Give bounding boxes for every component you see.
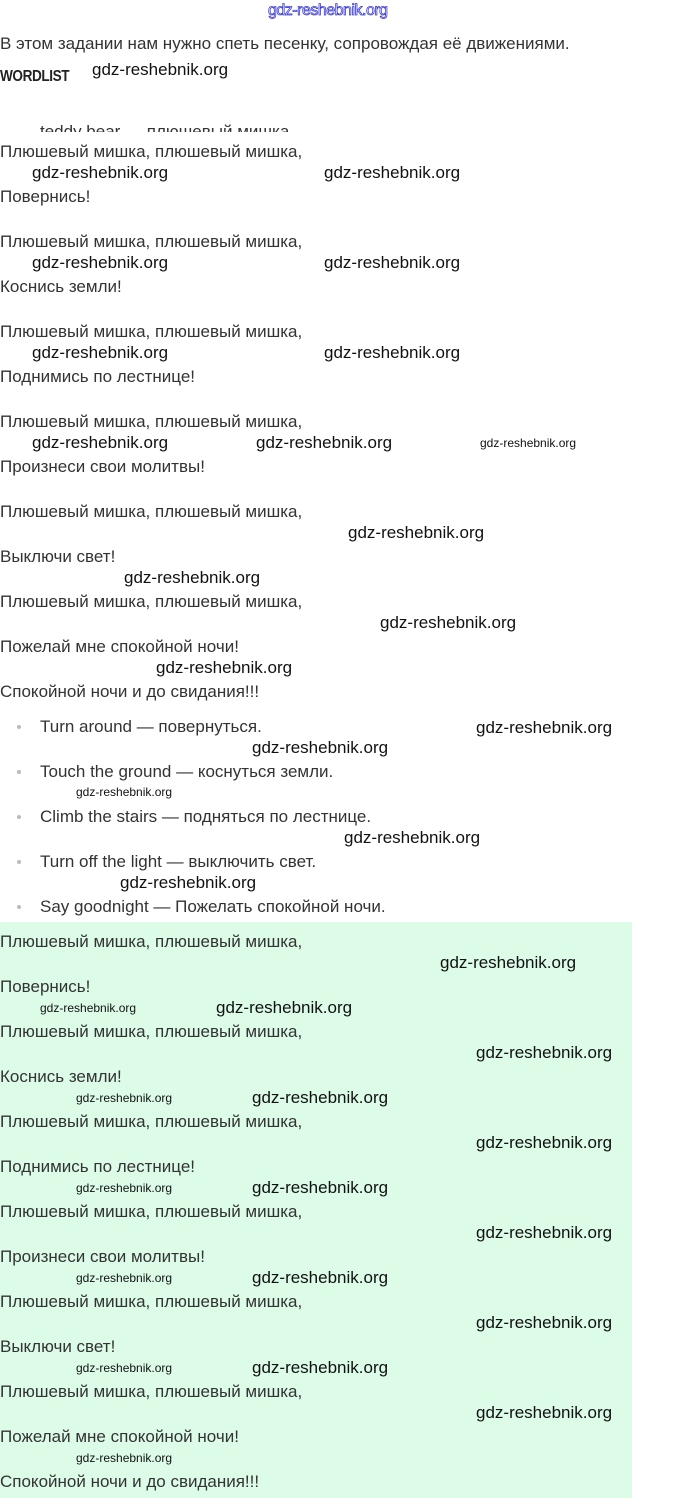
watermark: gdz-reshebnik.org [252, 738, 389, 757]
song-highlight-box [0, 922, 632, 1498]
watermark: gdz-reshebnik.org [324, 343, 461, 362]
watermark: gdz-reshebnik.org [76, 1181, 173, 1195]
song-line: Пожелай мне спокойной ночи! [0, 637, 239, 656]
song-line: Повернись! [0, 187, 91, 206]
highlighted-song-line: Коснись земли! [0, 1067, 122, 1086]
watermark: gdz-reshebnik.org [348, 523, 485, 542]
song-line: Произнеси свои молитвы! [0, 457, 205, 476]
watermark: gdz-reshebnik.org [440, 953, 577, 972]
highlighted-song-line: Плюшевый мишка, плюшевый мишка, [0, 1382, 303, 1401]
watermark: gdz-reshebnik.org [476, 1313, 613, 1332]
watermark: gdz-reshebnik.org [156, 658, 293, 677]
highlighted-song-line: Повернись! [0, 977, 91, 996]
watermark: gdz-reshebnik.org [476, 718, 613, 737]
watermark: gdz-reshebnik.org [32, 253, 169, 272]
watermark: gdz-reshebnik.org [124, 568, 261, 587]
watermark: gdz-reshebnik.org [76, 1451, 173, 1465]
watermark: gdz-reshebnik.org [476, 1133, 613, 1152]
wordlist-item: Touch the ground — коснуться земли. [40, 762, 334, 781]
song-line: Плюшевый мишка, плюшевый мишка, [0, 502, 303, 521]
watermark: gdz-reshebnik.org [252, 1268, 389, 1287]
watermark: gdz-reshebnik.org [252, 1358, 389, 1377]
watermark: gdz-reshebnik.org [32, 343, 169, 362]
watermark: gdz-reshebnik.org [252, 1178, 389, 1197]
watermark: gdz-reshebnik.org [76, 1091, 173, 1105]
wordlist-item: Climb the stairs — подняться по лестнице… [40, 807, 372, 826]
watermark: gdz-reshebnik.org [324, 163, 461, 182]
watermark: gdz-reshebnik.org [256, 433, 393, 452]
song-line: Плюшевый мишка, плюшевый мишка, [0, 232, 303, 251]
song-line: Поднимись по лестнице! [0, 367, 196, 386]
highlighted-song-line: Спокойной ночи и до свидания!!! [0, 1472, 260, 1491]
intro-text: В этом задании нам нужно спеть песенку, … [0, 34, 570, 53]
song-line: Коснись земли! [0, 277, 122, 296]
watermark: gdz-reshebnik.org [76, 1361, 173, 1375]
song-line: Плюшевый мишка, плюшевый мишка, [0, 322, 303, 341]
watermark-header: gdz-reshebnik.org [268, 2, 389, 20]
highlighted-song-line: Произнеси свои молитвы! [0, 1247, 205, 1266]
watermark: gdz-reshebnik.org [32, 433, 169, 452]
highlighted-song-line: Плюшевый мишка, плюшевый мишка, [0, 1022, 303, 1041]
wordlist-item: Turn around — повернуться. [40, 717, 262, 736]
song-line: Спокойной ночи и до свидания!!! [0, 682, 260, 701]
watermark: gdz-reshebnik.org [76, 1271, 173, 1285]
bullet-icon [17, 725, 21, 729]
highlighted-song-line: Плюшевый мишка, плюшевый мишка, [0, 932, 303, 951]
bullet-icon [17, 815, 21, 819]
wordlist-item: Turn off the light — выключить свет. [40, 852, 317, 871]
watermark: gdz-reshebnik.org [32, 163, 169, 182]
wordlist-item: Say goodnight — Пожелать спокойной ночи. [40, 897, 386, 916]
watermark: gdz-reshebnik.org [324, 253, 461, 272]
watermark: gdz-reshebnik.org [380, 613, 517, 632]
highlighted-song-line: Плюшевый мишка, плюшевый мишка, [0, 1112, 303, 1131]
watermark: gdz-reshebnik.org [252, 1088, 389, 1107]
watermark: gdz-reshebnik.org [76, 785, 173, 799]
watermark: gdz-reshebnik.org [476, 1403, 613, 1422]
bullet-icon [17, 770, 21, 774]
highlighted-song-line: Плюшевый мишка, плюшевый мишка, [0, 1202, 303, 1221]
highlighted-song-line: Поднимись по лестнице! [0, 1157, 196, 1176]
song-line: Плюшевый мишка, плюшевый мишка, [0, 592, 303, 611]
watermark: gdz-reshebnik.org [216, 998, 353, 1017]
song-line: Плюшевый мишка, плюшевый мишка, [0, 142, 303, 161]
wordlist-heading: WORDLIST [0, 68, 70, 85]
watermark: gdz-reshebnik.org [476, 1223, 613, 1242]
watermark: gdz-reshebnik.org [344, 828, 481, 847]
watermark: gdz-reshebnik.org [120, 873, 257, 892]
watermark: gdz-reshebnik.org [40, 1001, 137, 1015]
watermark: gdz-reshebnik.org [480, 436, 577, 450]
bullet-icon [17, 905, 21, 909]
wordlist-clipped-item: teddy bear — плюшевый мишка [40, 122, 290, 132]
bullet-icon [17, 860, 21, 864]
song-line: Плюшевый мишка, плюшевый мишка, [0, 412, 303, 431]
highlighted-song-line: Плюшевый мишка, плюшевый мишка, [0, 1292, 303, 1311]
watermark: gdz-reshebnik.org [92, 60, 229, 79]
highlighted-song-line: Пожелай мне спокойной ночи! [0, 1427, 239, 1446]
song-line: Выключи свет! [0, 547, 116, 566]
watermark: gdz-reshebnik.org [476, 1043, 613, 1062]
highlighted-song-line: Выключи свет! [0, 1337, 116, 1356]
